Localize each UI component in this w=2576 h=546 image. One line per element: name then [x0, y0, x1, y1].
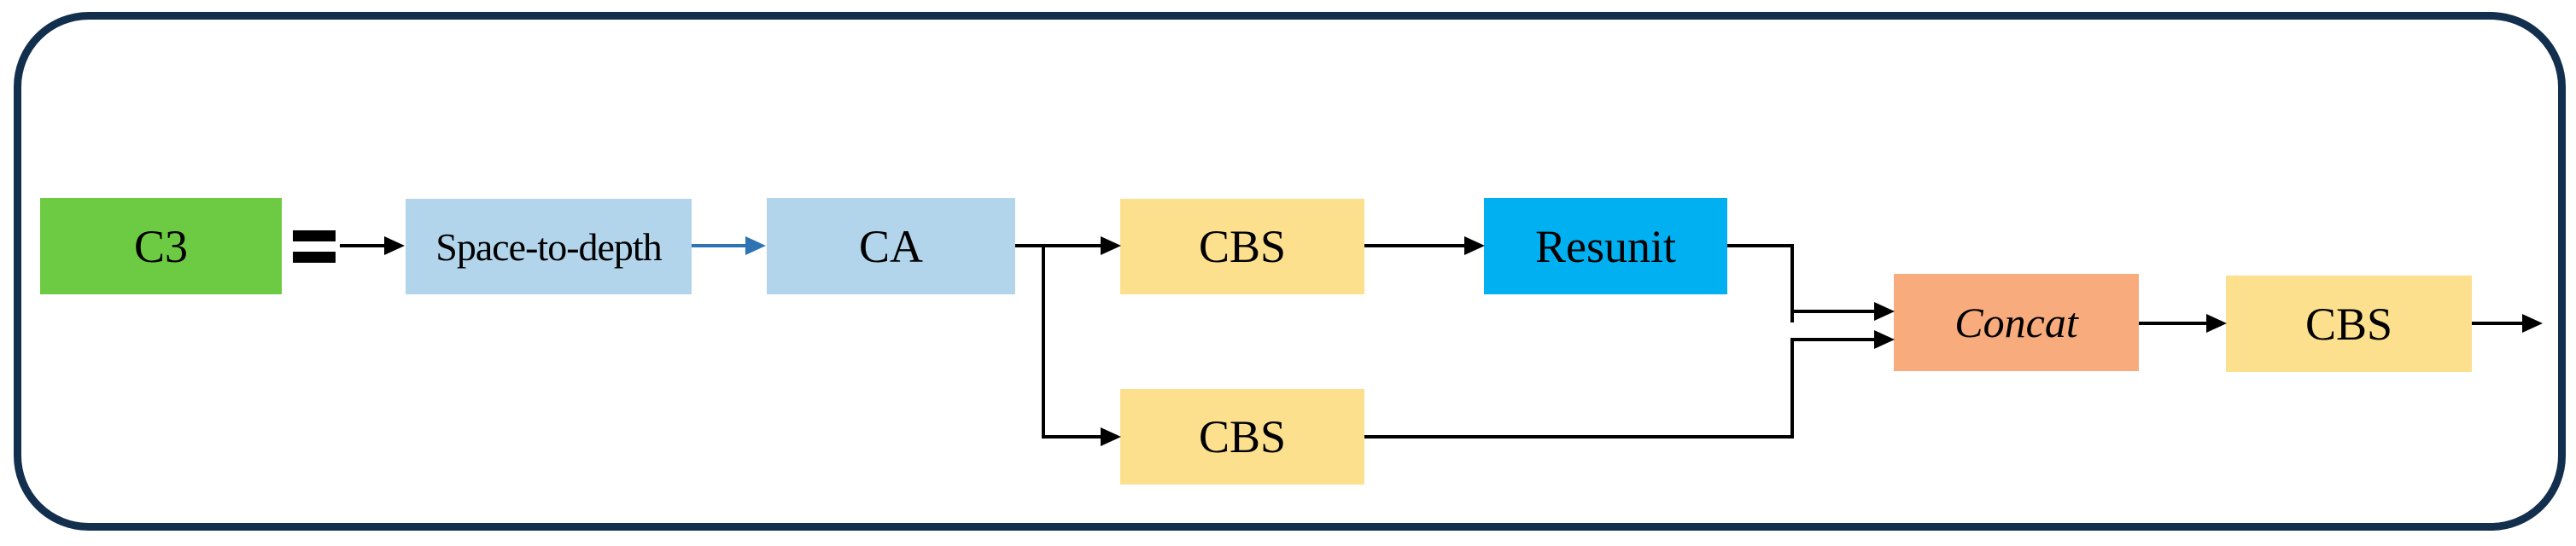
- arrowhead-output: [2522, 314, 2543, 333]
- node-space-to-depth-label: Space-to-depth: [435, 224, 662, 269]
- edge-resunit-to-concat: [1790, 310, 1876, 313]
- edge-cbs-bottom-to-concat: [1790, 338, 1876, 341]
- edge-cbs-top-to-resunit: [1364, 244, 1467, 247]
- node-space-to-depth: Space-to-depth: [406, 199, 692, 294]
- equals-bottom-bar: [293, 252, 336, 263]
- node-ca: CA: [767, 198, 1015, 294]
- arrowhead-s2d-to-ca: [745, 236, 766, 255]
- node-c3-label: C3: [133, 220, 189, 272]
- edge-concat-to-cbs-out: [2139, 322, 2209, 325]
- node-ca-label: CA: [858, 220, 923, 272]
- edge-output: [2472, 322, 2525, 325]
- arrowhead-concat-to-cbs-out: [2206, 314, 2227, 333]
- arrowhead-cbs-top-to-resunit: [1464, 236, 1485, 255]
- arrowhead-cbs-bottom-to-concat: [1874, 330, 1895, 349]
- node-cbs-out-label: CBS: [2304, 298, 2393, 350]
- edge-ca-branch-vertical: [1042, 244, 1045, 439]
- edge-s2d-to-ca: [692, 244, 748, 247]
- arrowhead-resunit-to-concat: [1874, 302, 1895, 321]
- node-resunit: Resunit: [1484, 198, 1727, 294]
- node-concat-label: Concat: [1954, 299, 2078, 346]
- node-c3: C3: [40, 198, 282, 294]
- node-cbs-bottom: CBS: [1120, 389, 1364, 485]
- node-cbs-top-label: CBS: [1198, 221, 1287, 272]
- edge-resunit-out: [1727, 244, 1794, 247]
- node-cbs-bottom-label: CBS: [1198, 411, 1287, 462]
- node-resunit-label: Resunit: [1534, 220, 1676, 272]
- arrowhead-branch-to-cbs-bottom: [1101, 427, 1121, 446]
- edge-cbs-bottom-up: [1790, 338, 1794, 439]
- equals-top-bar: [293, 230, 336, 241]
- node-concat: Concat: [1894, 274, 2139, 371]
- edge-resunit-down: [1790, 244, 1794, 322]
- arrowhead-ca-to-cbs-top: [1101, 236, 1121, 255]
- node-cbs-out: CBS: [2226, 276, 2472, 372]
- edge-cbs-bottom-out: [1364, 435, 1794, 439]
- edge-ca-out: [1015, 244, 1103, 247]
- node-cbs-top: CBS: [1120, 199, 1364, 294]
- equals-sign: =: [293, 230, 336, 263]
- arrowhead-equals-to-s2d: [384, 236, 405, 255]
- edge-equals-to-s2d: [340, 244, 388, 247]
- outer-border-frame: [14, 12, 2566, 531]
- edge-branch-to-cbs-bottom: [1042, 435, 1103, 439]
